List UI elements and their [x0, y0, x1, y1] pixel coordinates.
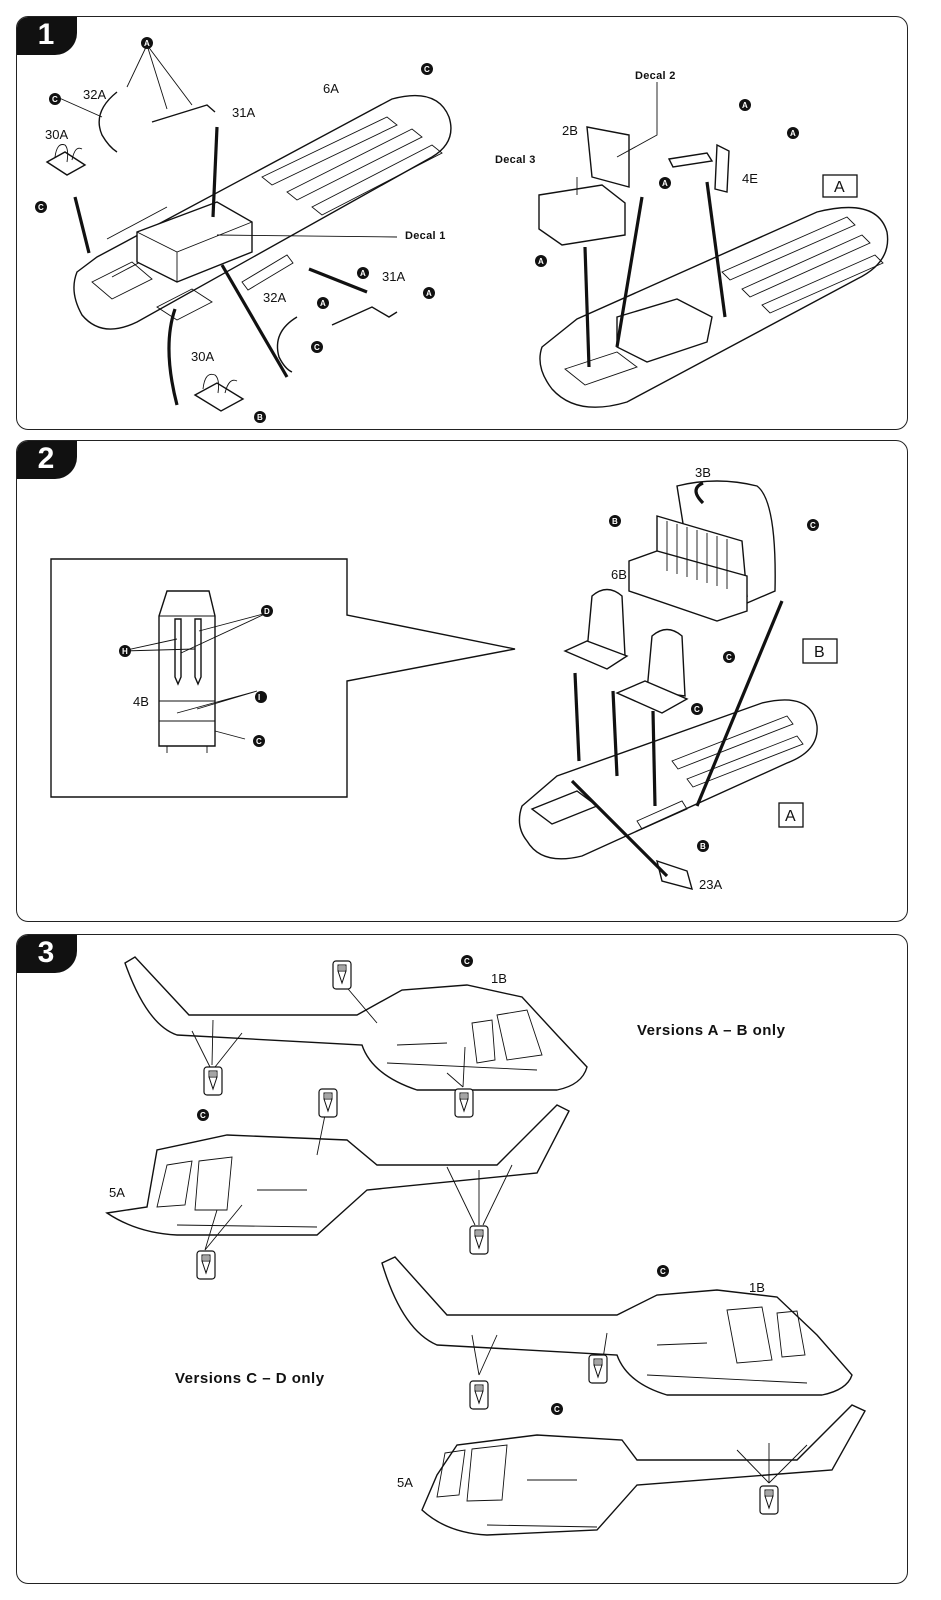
svg-text:A: A: [790, 129, 796, 138]
label-2b: 2B: [562, 123, 578, 138]
label-30a: 30A: [45, 127, 68, 142]
label-32a-b: 32A: [263, 290, 286, 305]
view-box-a: [822, 174, 858, 198]
label-32a: 32A: [83, 87, 106, 102]
fuselage-half-1b-cd: [381, 1256, 853, 1396]
step-number: 3: [17, 935, 77, 973]
seat-base-30a-bottom: [193, 373, 245, 412]
label-1b: 1B: [491, 971, 507, 986]
floor-pan-a: [518, 699, 818, 860]
svg-text:C: C: [554, 1405, 560, 1414]
svg-text:C: C: [810, 521, 816, 530]
label-4e: 4E: [742, 171, 758, 186]
svg-text:A: A: [144, 39, 150, 48]
color-callout-icon: C C C C: [197, 955, 669, 1415]
svg-text:A: A: [360, 269, 366, 278]
pilot-seat-left: [563, 588, 629, 670]
svg-text:A: A: [426, 289, 432, 298]
svg-text:A: A: [538, 257, 544, 266]
cyclic-32a-top: [98, 91, 118, 153]
svg-text:C: C: [200, 1111, 206, 1120]
fuselage-half-5a-cd: [421, 1404, 866, 1536]
step-1-panel: 1: [16, 16, 908, 430]
svg-text:C: C: [38, 203, 44, 212]
label-31a: 31A: [232, 105, 255, 120]
svg-text:I: I: [258, 693, 260, 702]
cyclic-32a-bottom: [276, 316, 298, 373]
label-decal-1: Decal 1: [405, 230, 446, 242]
step-number: 2: [17, 441, 77, 479]
label-6b: 6B: [611, 567, 627, 582]
label-23a: 23A: [699, 877, 722, 892]
versions-c-d-label: Versions C – D only: [175, 1370, 325, 1387]
part-4e-plate: [667, 152, 714, 168]
rear-bench-6b: [628, 515, 748, 622]
label-5a: 5A: [109, 1185, 125, 1200]
fuselage-half-1b-ab: [124, 956, 588, 1091]
pilot-seat-right: [615, 628, 689, 714]
label-6a: 6A: [323, 81, 339, 96]
versions-a-b-label: Versions A – B only: [637, 1022, 786, 1039]
svg-text:C: C: [256, 737, 262, 746]
color-callout-icon: D H I C: [119, 605, 273, 747]
svg-text:A: A: [320, 299, 326, 308]
svg-text:C: C: [660, 1267, 666, 1276]
label-31a-b: 31A: [382, 269, 405, 284]
label-1b-cd: 1B: [749, 1280, 765, 1295]
seat-4b-detail: [158, 590, 216, 753]
svg-text:D: D: [264, 607, 270, 616]
collective-31a-right: [331, 306, 398, 326]
collective-31a-top: [151, 104, 216, 123]
step-number: 1: [17, 17, 77, 55]
step-2-diagram: 4B D H I C: [50, 465, 838, 892]
view-box-a-label: A: [834, 179, 845, 196]
svg-text:A: A: [742, 101, 748, 110]
view-box-a-label: A: [785, 808, 796, 825]
color-callout-icon: A C C C A A A C B: [35, 37, 435, 423]
svg-text:C: C: [52, 95, 58, 104]
console-box: [136, 201, 253, 283]
svg-text:C: C: [694, 705, 700, 714]
step-3-panel: 3: [16, 934, 908, 1584]
step-1-diagram: 32A 6A 31A 30A Decal 1 32A 31A 30A A C C…: [35, 37, 889, 423]
assembly-arrow-icon: [73, 126, 368, 406]
detail-inset-frame: [50, 558, 516, 798]
svg-text:A: A: [662, 179, 668, 188]
svg-text:B: B: [700, 842, 706, 851]
part-4e: [714, 143, 730, 193]
instrument-panel-2b: [586, 126, 630, 188]
svg-text:B: B: [612, 517, 618, 526]
label-30a-b: 30A: [191, 349, 214, 364]
step-2-panel: 2 4B D H I C: [16, 440, 908, 922]
step-3-diagram: 1B 5A 1B 5A Versions A – B only Versions…: [105, 955, 866, 1536]
svg-text:C: C: [464, 957, 470, 966]
svg-text:H: H: [122, 647, 128, 656]
label-3b: 3B: [695, 465, 711, 480]
assembly-arrow-icon: [583, 181, 727, 368]
svg-text:B: B: [257, 413, 263, 422]
label-decal-2: Decal 2: [635, 70, 676, 82]
svg-text:C: C: [726, 653, 732, 662]
view-box-b: [802, 638, 838, 664]
label-decal-3: Decal 3: [495, 154, 536, 166]
color-callout-icon: B C C C B: [609, 515, 819, 852]
box-decal-3: [538, 184, 626, 246]
view-box-a: [778, 802, 804, 828]
seat-base-30a-top: [45, 144, 87, 176]
fuselage-half-5a-ab: [105, 1104, 570, 1236]
view-box-b-label: B: [814, 644, 825, 661]
label-4b: 4B: [133, 694, 149, 709]
color-callout-icon: A A A A: [535, 99, 799, 267]
assembly-arrow-icon: [570, 481, 784, 878]
floor-pan-assembled: [539, 206, 889, 408]
svg-text:C: C: [424, 65, 430, 74]
part-23a: [656, 859, 694, 890]
label-5a-cd: 5A: [397, 1475, 413, 1490]
svg-text:C: C: [314, 343, 320, 352]
